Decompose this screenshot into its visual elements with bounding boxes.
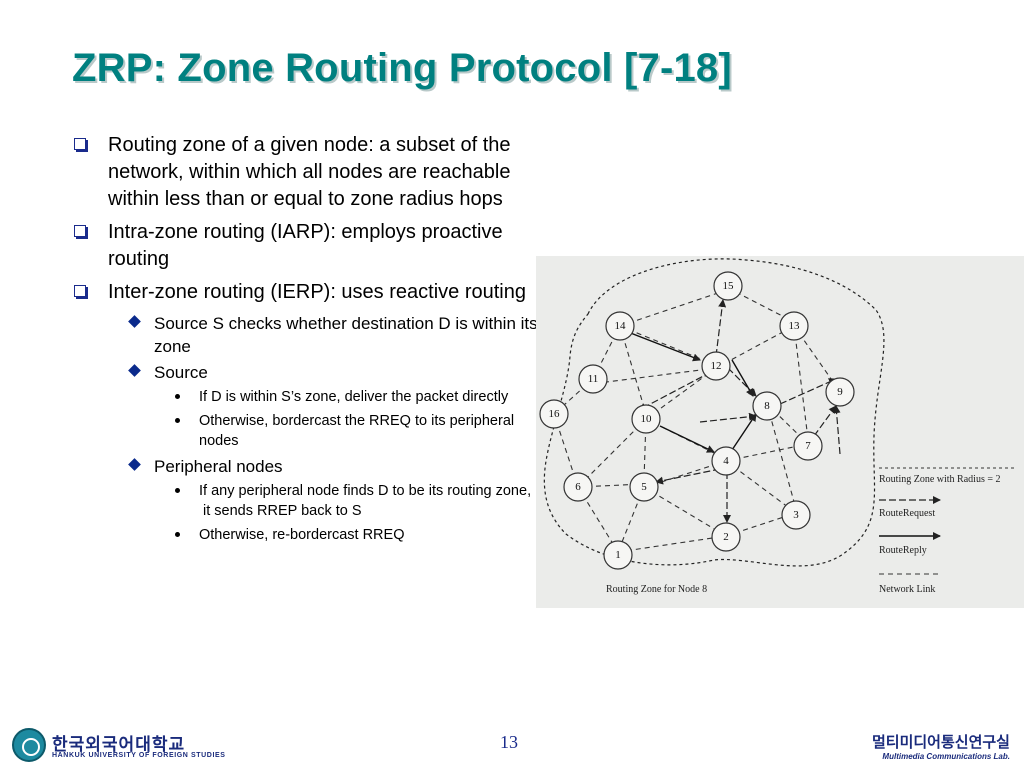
zone-routing-figure: 15 14 13 12 11 9 8 16 10 7 4 6 5 3 2 1 R…	[536, 256, 1024, 608]
diamond-bullet-icon	[128, 458, 141, 471]
node-9: 9	[825, 377, 855, 407]
svg-text:8: 8	[764, 400, 770, 412]
svg-text:16: 16	[549, 408, 561, 420]
lab-name: 멀티미디어통신연구실	[871, 733, 1010, 751]
university-name: 한국외국어대학교	[52, 735, 186, 755]
slide-title: ZRP: Zone Routing Protocol [7-18]	[72, 46, 732, 90]
sub-sub-bullet-text: If any peripheral node finds D to be its…	[199, 483, 532, 499]
svg-text:5: 5	[641, 481, 647, 493]
node-4: 4	[711, 446, 741, 476]
routing-zone-boundary	[543, 258, 885, 567]
node-1: 1	[603, 540, 633, 570]
dot-bullet-icon	[175, 418, 180, 423]
svg-text:4: 4	[723, 455, 729, 467]
node-13: 13	[779, 311, 809, 341]
network-diagram: 15 14 13 12 11 9 8 16 10 7 4 6 5 3 2 1 R…	[539, 258, 1014, 595]
square-bullet-icon	[74, 225, 86, 237]
node-8: 8	[752, 391, 782, 421]
sub-sub-bullet-item: Otherwise, bordercast the RREQ to its pe…	[68, 411, 538, 451]
figure-caption: Routing Zone for Node 8	[606, 584, 707, 595]
svg-text:10: 10	[641, 413, 653, 425]
university-emblem-icon	[12, 728, 46, 762]
dot-bullet-icon	[175, 488, 180, 493]
node-6: 6	[563, 472, 593, 502]
diamond-bullet-icon	[128, 315, 141, 328]
sub-sub-bullet-item: Otherwise, re-bordercast RREQ	[68, 525, 538, 545]
diamond-bullet-icon	[128, 364, 141, 377]
university-logo: 한국외국어대학교 HANKUK UNIVERSITY OF FOREIGN ST…	[12, 728, 225, 764]
node-14: 14	[605, 311, 635, 341]
sub-sub-bullet-text: Otherwise, re-bordercast RREQ	[199, 527, 405, 543]
sub-bullet-item: Source S checks whether destination D is…	[68, 312, 538, 358]
square-bullet-icon	[74, 285, 86, 297]
svg-text:1: 1	[615, 549, 621, 561]
svg-text:2: 2	[723, 531, 729, 543]
svg-text:3: 3	[793, 509, 799, 521]
route-requests	[638, 299, 841, 523]
route-replies	[627, 331, 757, 457]
svg-text:14: 14	[615, 320, 627, 332]
university-subtitle: HANKUK UNIVERSITY OF FOREIGN STUDIES	[52, 752, 226, 759]
sub-sub-bullet-text: If D is within S’s zone, deliver the pac…	[199, 389, 509, 405]
sub-bullet-item: Source	[68, 361, 538, 384]
bullet-item: Routing zone of a given node: a subset o…	[68, 132, 538, 213]
sub-sub-bullet-text: Otherwise, bordercast the RREQ to its pe…	[199, 413, 515, 449]
node-12: 12	[701, 351, 731, 381]
sub-bullet-text: Source	[154, 363, 208, 382]
bullet-text: Routing zone of a given node: a subset o…	[108, 134, 511, 210]
svg-text:9: 9	[837, 386, 843, 398]
figure-legend: Routing Zone with Radius = 2 RouteReques…	[879, 467, 1014, 595]
legend-link-label: Network Link	[879, 584, 935, 595]
legend-reply-label: RouteReply	[879, 545, 927, 556]
node-5: 5	[629, 472, 659, 502]
bullet-list: Routing zone of a given node: a subset o…	[68, 132, 538, 549]
node-10: 10	[631, 404, 661, 434]
svg-text:6: 6	[575, 481, 581, 493]
sub-sub-bullet-item: If D is within S’s zone, deliver the pac…	[68, 387, 538, 407]
bullet-text: Intra-zone routing (IARP): employs proac…	[108, 221, 503, 270]
dot-bullet-icon	[175, 532, 180, 537]
node-16: 16	[539, 399, 569, 429]
bullet-text: Inter-zone routing (IERP): uses reactive…	[108, 281, 526, 303]
page-number: 13	[500, 732, 518, 752]
node-2: 2	[711, 522, 741, 552]
node-3: 3	[781, 500, 811, 530]
svg-text:11: 11	[588, 373, 599, 385]
bullet-item: Intra-zone routing (IARP): employs proac…	[68, 219, 538, 273]
svg-text:7: 7	[805, 440, 811, 452]
lab-subtitle: Multimedia Communications Lab.	[882, 752, 1010, 761]
node-15: 15	[713, 271, 743, 301]
bullet-item: Inter-zone routing (IERP): uses reactive…	[68, 279, 538, 306]
sub-bullet-item: Peripheral nodes	[68, 455, 538, 478]
dot-bullet-icon	[175, 394, 180, 399]
svg-text:12: 12	[711, 360, 722, 372]
node-11: 11	[578, 364, 608, 394]
svg-text:15: 15	[723, 280, 735, 292]
legend-request-label: RouteRequest	[879, 508, 935, 519]
svg-text:13: 13	[789, 320, 801, 332]
sub-sub-bullet-text-cont: it sends RREP back to S	[199, 503, 362, 519]
node-7: 7	[793, 431, 823, 461]
sub-bullet-text: Peripheral nodes	[154, 457, 283, 476]
legend-zone-label: Routing Zone with Radius = 2	[879, 474, 1000, 485]
sub-sub-bullet-item: If any peripheral node finds D to be its…	[68, 481, 538, 521]
square-bullet-icon	[74, 138, 86, 150]
sub-bullet-text: Source S checks whether destination D is…	[154, 314, 538, 356]
